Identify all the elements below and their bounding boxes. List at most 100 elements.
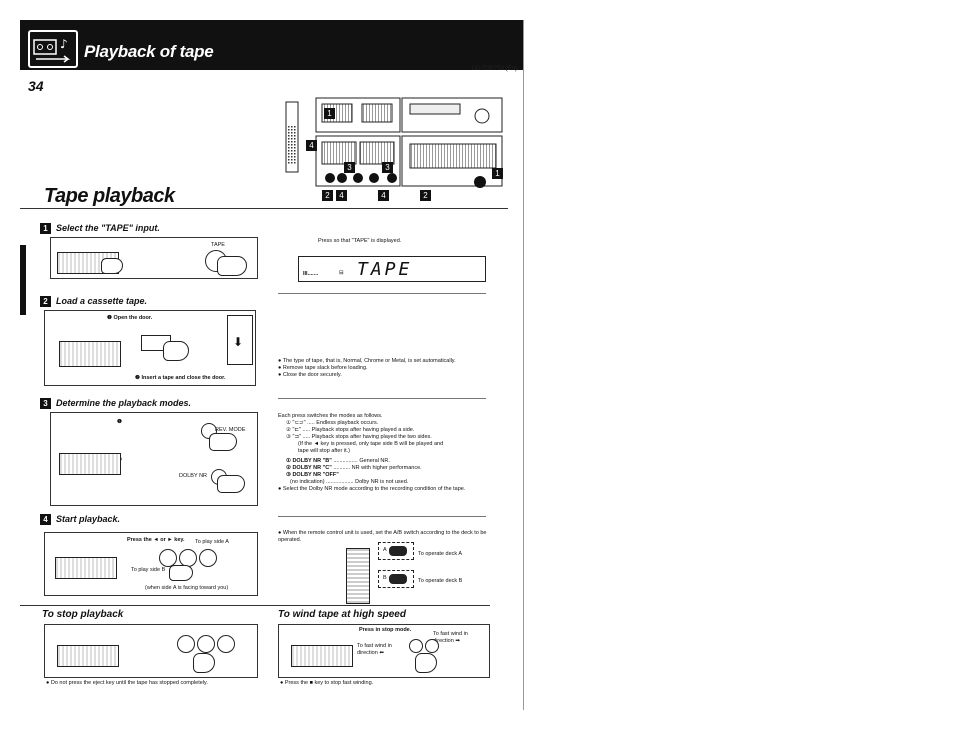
svg-text:♪: ♪ xyxy=(60,37,68,51)
fast-forward-button[interactable] xyxy=(425,639,439,653)
dolby-mode-1: ① DOLBY NR "B" ................ General … xyxy=(286,458,390,464)
section-title: Tape playback xyxy=(44,185,175,207)
ab-switch-a[interactable]: A xyxy=(378,542,414,560)
step-2-illustration: ❶ Open the door. ⬇ ❷ Insert a tape and c… xyxy=(44,310,256,386)
step-2-sub1: ❶ Open the door. xyxy=(107,315,153,321)
rev-mode-2: ② "⊏" ..... Playback stops after having … xyxy=(286,427,415,433)
rule-3 xyxy=(278,516,486,517)
deck-icon xyxy=(59,453,121,475)
deck-icon xyxy=(55,557,117,579)
stop-illustration xyxy=(44,624,258,678)
switch-icon xyxy=(389,574,407,584)
wind-note: ● Press the ■ key to stop fast winding. xyxy=(280,680,374,686)
dolby-mode-none: (no indication) .................. Dolby… xyxy=(290,479,409,485)
step-4-title: Start playback. xyxy=(56,514,121,524)
wind-heading: To wind tape at high speed xyxy=(278,609,406,620)
dolby-final-note: ● Select the Dolby NR mode according to … xyxy=(278,486,466,492)
ab-switch-b[interactable]: B xyxy=(378,570,414,588)
step-2-heading: 2 Load a cassette tape. xyxy=(40,296,147,307)
callout-4: 4 xyxy=(378,190,389,201)
holding-hand-icon xyxy=(163,341,189,361)
bottom-rule xyxy=(20,605,490,606)
cassette-door-icon xyxy=(227,315,253,365)
wind-reverse-label: To fast wind in direction ⬅ xyxy=(357,643,392,656)
system-diagram: 1 4 3 3 1 2 4 4 2 xyxy=(282,90,520,202)
deck-a-label: To operate deck A xyxy=(418,551,463,557)
a-label: A xyxy=(383,547,387,553)
dolby-mode-2: ② DOLBY NR "C" ........... NR with highe… xyxy=(286,465,422,471)
step-3-text: Each press switches the modes as follows… xyxy=(278,413,510,493)
stop-heading: To stop playback xyxy=(42,609,124,620)
tape-display: III....... ⊟ TAPE xyxy=(298,256,486,282)
dolby-mode-3: ③ DOLBY NR "OFF" xyxy=(286,472,339,478)
model-number: UD-703/753 (En) xyxy=(471,66,517,72)
stop-button[interactable] xyxy=(197,635,215,653)
down-arrow-icon: ⬇ xyxy=(233,335,244,349)
pressing-hand-icon xyxy=(169,565,193,581)
pressing-hand-icon xyxy=(217,475,245,493)
press-keys-label: Press the ◄ or ► key. xyxy=(127,537,185,543)
cassette-music-logo-icon: ♪ xyxy=(28,30,78,68)
page-title: Playback of tape xyxy=(84,42,214,61)
step-4-number: 4 xyxy=(40,514,51,525)
callout-2: 2 xyxy=(420,190,431,201)
bullet-text: ● Remove tape slack before loading. xyxy=(278,365,368,371)
dolby-nr-label: DOLBY NR xyxy=(179,473,208,479)
header-bar: ♪ Playback of tape xyxy=(20,20,523,70)
step-2-bullets: ● The type of tape, that is, Normal, Chr… xyxy=(278,358,508,379)
rule-1 xyxy=(278,293,486,294)
page-number: 34 xyxy=(28,78,44,94)
rev-mode-note: tape will stop after it.) xyxy=(298,448,350,454)
step-2-title: Load a cassette tape. xyxy=(56,296,148,306)
display-text: TAPE xyxy=(357,259,413,280)
wind-illustration: Press in stop mode. To fast wind in dire… xyxy=(278,624,490,678)
pressing-hand-icon xyxy=(209,433,237,451)
pressing-hand-icon xyxy=(217,256,247,276)
pressing-hand-icon xyxy=(193,653,215,673)
step-3-illustration: ❶ ❷ REV. MODE DOLBY NR xyxy=(50,412,258,506)
play-reverse-button[interactable] xyxy=(159,549,177,567)
bullet-text: ● Close the door securely. xyxy=(278,372,342,378)
step-4-heading: 4 Start playback. xyxy=(40,514,120,525)
reverse-button[interactable] xyxy=(177,635,195,653)
rule-2 xyxy=(278,398,486,399)
bullet-text: ● The type of tape, that is, Normal, Chr… xyxy=(278,358,456,364)
wind-press-label: Press in stop mode. xyxy=(359,627,412,633)
play-forward-button[interactable] xyxy=(199,549,217,567)
sidebar-tab xyxy=(20,245,26,315)
rev-mode-3: ③ "⊐" ..... Playback stops after having … xyxy=(286,434,432,440)
tape-button-label: TAPE xyxy=(211,242,225,248)
wind-forward-label: To fast wind in direction ➡ xyxy=(433,631,468,644)
rewind-button[interactable] xyxy=(409,639,423,653)
step-3-title: Determine the playback modes. xyxy=(56,398,192,408)
callout-1: 1 xyxy=(324,108,335,119)
forward-button[interactable] xyxy=(217,635,235,653)
callout-4: 4 xyxy=(306,140,317,151)
step-2-sub2: ❷ Insert a tape and close the door. xyxy=(135,375,226,381)
b-label: B xyxy=(383,575,387,581)
display-prefix: III....... xyxy=(303,271,319,277)
remote-control-icon xyxy=(346,548,370,604)
step-1-note: Press so that "TAPE" is displayed. xyxy=(318,238,402,244)
switch-icon xyxy=(389,546,407,556)
manual-page: ♪ Playback of tape UD-703/753 (En) 34 xyxy=(20,20,524,710)
callout-3: 3 xyxy=(344,162,355,173)
modes-intro: Each press switches the modes as follows… xyxy=(278,413,383,419)
deck-icon xyxy=(59,341,121,367)
side-b-label: To play side B xyxy=(131,567,166,573)
rev-mode-label: REV. MODE xyxy=(215,427,246,433)
callout-3: 3 xyxy=(382,162,393,173)
callout-1: 1 xyxy=(492,168,503,179)
callout-4: 4 xyxy=(336,190,347,201)
remote-note: ● When the remote control unit is used, … xyxy=(278,530,487,543)
pressing-hand-icon xyxy=(415,653,437,673)
step-1-illustration: TAPE xyxy=(50,237,258,279)
deck-icon xyxy=(57,645,119,667)
deck-b-label: To operate deck B xyxy=(418,578,463,584)
rev-mode-1: ① "⊂⊃" ..... Endless playback occurs. xyxy=(286,420,379,426)
stop-note: ● Do not press the eject key until the t… xyxy=(46,680,208,686)
pointing-hand-icon xyxy=(101,258,123,274)
step-2-number: 2 xyxy=(40,296,51,307)
